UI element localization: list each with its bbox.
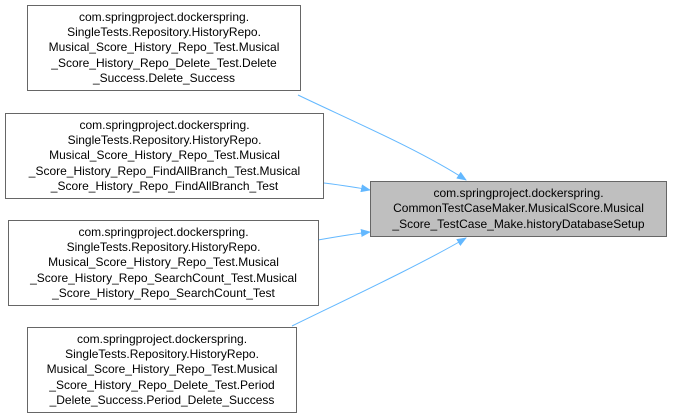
node-text-line: _Score_History_Repo_Delete_Test.Period: [49, 377, 275, 392]
node-text-line: _Score_History_Repo_SearchCount_Test: [52, 285, 275, 300]
caller-node-delete-success[interactable]: com.springproject.dockerspring. SingleTe…: [27, 5, 301, 91]
node-text-line: _Score_History_Repo_FindAllBranch_Test: [50, 178, 279, 193]
edge-caller-3-to-target: [317, 229, 371, 241]
node-text-line: Musical_Score_History_Repo_Test.Musical: [46, 362, 278, 377]
node-text-line: _Delete_Success.Period_Delete_Success: [49, 392, 275, 407]
node-text-line: com.springproject.dockerspring.: [79, 117, 250, 132]
node-text-line: _Score_History_Repo_FindAllBranch_Test.M…: [28, 163, 301, 178]
node-text-line: com.springproject.dockerspring.: [78, 9, 250, 24]
node-text-line: SingleTests.Repository.HistoryRepo.: [65, 347, 259, 362]
node-text-line: Musical_Score_History_Repo_Test.Musical: [48, 40, 280, 55]
node-text-line: com.springproject.dockerspring.: [76, 331, 248, 346]
edge-caller-1-to-target: [297, 94, 467, 181]
caller-node-search-count[interactable]: com.springproject.dockerspring. SingleTe…: [8, 220, 319, 306]
edge-caller-4-to-target: [291, 237, 467, 327]
edge-caller-2-to-target: [323, 182, 371, 193]
node-text-line: _Score_History_Repo_SearchCount_Test.Mus…: [30, 270, 297, 285]
node-text-line: Musical_Score_History_Repo_Test.Musical: [48, 255, 279, 270]
node-text-line: com.springproject.dockerspring.: [78, 224, 249, 239]
node-text-line: _Success.Delete_Success: [92, 70, 236, 85]
target-node-history-database-setup[interactable]: com.springproject.dockerspring. CommonTe…: [370, 181, 667, 237]
node-text-line: SingleTests.Repository.HistoryRepo.: [67, 133, 262, 148]
node-text-line: com.springproject.dockerspring.: [433, 186, 604, 201]
node-text-line: CommonTestCaseMaker.MusicalScore.Musical: [393, 201, 644, 216]
node-text-line: Musical_Score_History_Repo_Test.Musical: [49, 148, 280, 163]
node-text-line: SingleTests.Repository.HistoryRepo.: [67, 25, 261, 40]
caller-node-find-all-branch[interactable]: com.springproject.dockerspring. SingleTe…: [5, 113, 324, 199]
caller-node-period-delete-success[interactable]: com.springproject.dockerspring. SingleTe…: [27, 327, 297, 413]
node-text-line: _Score_History_Repo_Delete_Test.Delete: [51, 55, 277, 70]
node-text-line: _Score_TestCase_Make.historyDatabaseSetu…: [392, 216, 645, 231]
node-text-line: SingleTests.Repository.HistoryRepo.: [66, 240, 261, 255]
